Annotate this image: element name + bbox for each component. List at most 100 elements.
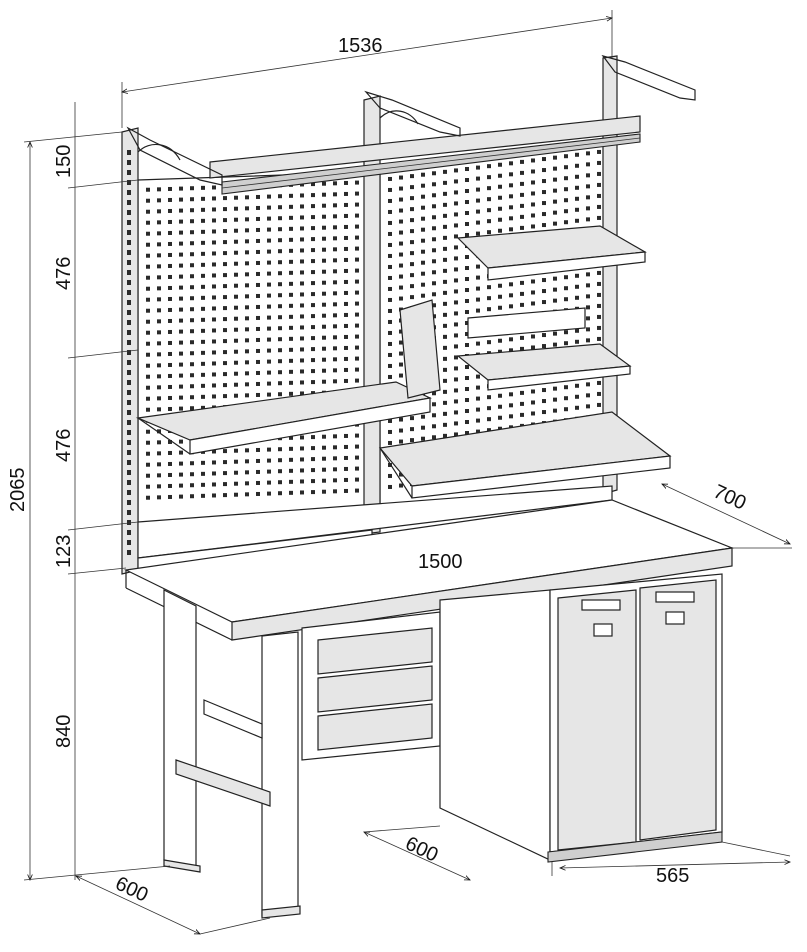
pegboard-hole xyxy=(278,491,282,496)
pegboard-hole xyxy=(256,293,260,298)
pegboard-hole xyxy=(168,263,172,268)
pegboard-hole xyxy=(157,308,161,313)
pegboard-hole xyxy=(311,292,315,297)
pegboard-hole xyxy=(212,317,216,322)
pegboard-hole xyxy=(311,479,315,484)
pegboard-hole xyxy=(355,279,359,284)
pegboard-hole xyxy=(201,207,205,212)
pegboard-hole xyxy=(168,450,172,455)
pegboard-hole xyxy=(388,231,392,236)
pegboard-hole xyxy=(586,272,590,277)
pegboard-hole xyxy=(454,344,458,349)
pegboard-hole xyxy=(223,240,227,245)
pegboard-hole xyxy=(454,333,458,338)
pegboard-hole xyxy=(421,238,425,243)
pegboard-hole xyxy=(267,260,271,265)
pegboard-hole xyxy=(564,396,568,401)
pegboard-hole xyxy=(278,205,282,210)
pegboard-hole xyxy=(399,208,403,213)
pegboard-hole xyxy=(410,207,414,212)
pegboard-hole xyxy=(245,239,249,244)
pegboard-hole xyxy=(333,291,337,296)
pegboard-hole xyxy=(355,367,359,372)
pegboard-hole xyxy=(146,374,150,379)
pegboard-hole xyxy=(322,214,326,219)
pegboard-hole xyxy=(454,355,458,360)
pegboard-hole xyxy=(168,362,172,367)
pegboard-hole xyxy=(520,412,524,417)
pegboard-hole xyxy=(212,372,216,377)
pegboard-hole xyxy=(553,342,557,347)
pegboard-hole xyxy=(476,396,480,401)
pegboard-hole xyxy=(564,341,568,346)
pegboard-hole xyxy=(278,359,282,364)
pegboard-hole xyxy=(520,346,524,351)
pegboard-hole xyxy=(476,286,480,291)
pegboard-hole xyxy=(454,267,458,272)
pegboard-hole xyxy=(322,225,326,230)
pegboard-hole xyxy=(289,215,293,220)
pegboard-hole xyxy=(190,395,194,400)
pegboard-hole xyxy=(267,194,271,199)
pegboard-hole xyxy=(146,473,150,478)
pegboard-hole xyxy=(223,394,227,399)
pegboard-hole xyxy=(300,347,304,352)
pegboard-hole xyxy=(179,197,183,202)
pegboard-hole xyxy=(344,202,348,207)
post-slot xyxy=(127,390,131,395)
pegboard-hole xyxy=(201,273,205,278)
pegboard-hole xyxy=(278,370,282,375)
pegboard-hole xyxy=(520,214,524,219)
pegboard-hole xyxy=(201,218,205,223)
pegboard-hole xyxy=(542,289,546,294)
pegboard-hole xyxy=(333,445,337,450)
pegboard-hole xyxy=(333,269,337,274)
pegboard-hole xyxy=(311,358,315,363)
pegboard-hole xyxy=(201,482,205,487)
pegboard-hole xyxy=(465,332,469,337)
pegboard-hole xyxy=(267,205,271,210)
pegboard-hole xyxy=(421,414,425,419)
pegboard-hole xyxy=(443,169,447,174)
pegboard-hole xyxy=(542,157,546,162)
post-slot xyxy=(127,260,131,265)
pegboard-hole xyxy=(509,227,513,232)
post-slot xyxy=(127,220,131,225)
pegboard-hole xyxy=(333,357,337,362)
pegboard-hole xyxy=(201,328,205,333)
post-slot xyxy=(127,270,131,275)
post-slot xyxy=(127,540,131,545)
pegboard-hole xyxy=(168,461,172,466)
pegboard-hole xyxy=(300,204,304,209)
pegboard-hole xyxy=(146,275,150,280)
pegboard-hole xyxy=(586,173,590,178)
pegboard-hole xyxy=(531,301,535,306)
pegboard-hole xyxy=(157,231,161,236)
pegboard-hole xyxy=(465,178,469,183)
pegboard-hole xyxy=(223,328,227,333)
pegboard-hole xyxy=(399,186,403,191)
pegboard-hole xyxy=(300,369,304,374)
pegboard-hole xyxy=(322,456,326,461)
dim-label-rail-height: 150 xyxy=(53,145,75,178)
pegboard-hole xyxy=(234,448,238,453)
pegboard-hole xyxy=(201,361,205,366)
post-slot xyxy=(127,450,131,455)
pegboard-hole xyxy=(289,248,293,253)
pegboard-hole xyxy=(278,238,282,243)
pegboard-hole xyxy=(509,414,513,419)
pegboard-hole xyxy=(322,434,326,439)
pegboard-hole xyxy=(245,327,249,332)
pegboard-hole xyxy=(564,385,568,390)
pegboard-hole xyxy=(388,330,392,335)
pegboard-hole xyxy=(465,420,469,425)
pegboard-hole xyxy=(432,226,436,231)
pegboard-hole xyxy=(300,215,304,220)
pegboard-hole xyxy=(212,262,216,267)
pegboard-hole xyxy=(410,438,414,443)
pegboard-hole xyxy=(454,278,458,283)
pegboard-hole xyxy=(157,253,161,258)
pegboard-hole xyxy=(179,461,183,466)
pegboard-hole xyxy=(201,295,205,300)
pegboard-hole xyxy=(190,208,194,213)
